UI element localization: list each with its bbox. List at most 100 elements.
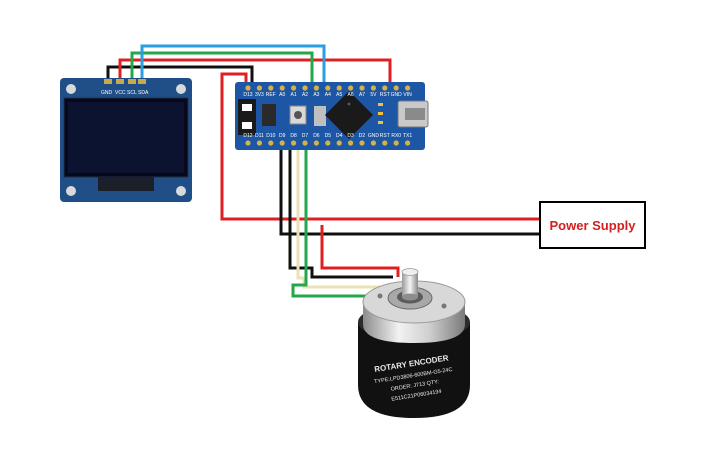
nano-pin-label: D11 [255, 133, 264, 139]
nano-pin-label: VIN [403, 92, 412, 98]
nano-pin-label: D6 [313, 133, 320, 139]
wire-oled-sda [140, 44, 326, 84]
encoder-screw [377, 293, 383, 299]
arduino-nano-board [235, 82, 429, 150]
encoder-shaft-base [402, 293, 418, 301]
nano-pin [291, 140, 297, 146]
nano-pin [393, 140, 399, 146]
oled-pin-vcc [116, 79, 124, 84]
nano-pin [302, 140, 308, 146]
nano-pin [336, 85, 342, 91]
nano-pin [336, 140, 342, 146]
nano-pin [359, 85, 365, 91]
nano-pin [348, 140, 354, 146]
nano-pin [405, 85, 411, 91]
oled-pin-label-vcc: VCC [115, 90, 126, 96]
nano-pin [313, 85, 319, 91]
nano-reset-button-cap [294, 111, 302, 119]
wire-supply-5v-to-encoder [320, 225, 400, 277]
oled-pin-scl [128, 79, 136, 84]
nano-pin-label: D13 [243, 92, 252, 98]
nano-icsp-pin [242, 104, 252, 111]
nano-pin-label: A7 [359, 92, 365, 98]
oled-pin-label-scl: SCL [127, 90, 137, 96]
nano-pin [348, 85, 354, 91]
encoder-shaft-top [401, 268, 419, 276]
nano-pin-label: A2 [302, 92, 308, 98]
nano-pin-label: A6 [348, 92, 354, 98]
nano-pin [279, 85, 285, 91]
nano-mcu-chip [324, 90, 374, 140]
nano-pin [382, 140, 388, 146]
power-supply-frame [539, 201, 646, 249]
wire-nano-gnd-to-supply [279, 150, 540, 236]
oled-screen-glass [68, 102, 184, 173]
nano-pin [405, 140, 411, 146]
nano-pin [256, 85, 262, 91]
oled-mount-hole [176, 186, 186, 196]
nano-pin-label: A4 [325, 92, 331, 98]
wire-nano-gnd-to-encoder [288, 150, 393, 279]
nano-pin-label: 3V3 [255, 92, 264, 98]
oled-mount-hole [66, 84, 76, 94]
oled-mount-hole [176, 84, 186, 94]
nano-pin-label: D3 [347, 133, 354, 139]
oled-pin-gnd [104, 79, 112, 84]
nano-mcu-dot [347, 102, 351, 106]
nano-pin-label: RX0 [391, 133, 401, 139]
nano-pin-label: D9 [279, 133, 286, 139]
nano-pin [245, 85, 251, 91]
nano-pin [370, 140, 376, 146]
nano-pin-label: D2 [359, 133, 366, 139]
power-supply-box: Power Supply [539, 201, 646, 249]
wire-nano-d3-to-encoder [291, 150, 372, 298]
nano-pin [256, 140, 262, 146]
wire-oled-vcc [118, 58, 392, 84]
rotary-encoder: ROTARY ENCODER TYPE:LPD3806-600BM-G5-24C… [358, 268, 470, 418]
wire-oled-scl [130, 51, 314, 84]
nano-pin [245, 140, 251, 146]
wire-oled-gnd [106, 65, 254, 82]
nano-pin [291, 85, 297, 91]
nano-pin [268, 140, 274, 146]
nano-pin [359, 140, 365, 146]
nano-pin-label: D7 [302, 133, 309, 139]
nano-pin [302, 85, 308, 91]
oled-pin-label-sda: SDA [138, 90, 149, 96]
nano-usb-opening [405, 108, 425, 120]
nano-pin-label: D8 [290, 133, 297, 139]
nano-pin-label: TX1 [403, 133, 412, 139]
nano-pin-label: D5 [325, 133, 332, 139]
encoder-body [358, 322, 470, 418]
nano-pin-label: GND [368, 133, 380, 139]
wire-nano-vin-to-supply [220, 72, 540, 221]
nano-pin [325, 85, 331, 91]
nano-led [378, 112, 383, 115]
nano-led [378, 121, 383, 124]
wires [106, 44, 540, 298]
nano-pin [313, 140, 319, 146]
nano-pin-label: D12 [243, 133, 252, 139]
encoder-screw [441, 303, 447, 309]
nano-pin-label: A3 [313, 92, 319, 98]
nano-pin-label: 5V [370, 92, 377, 98]
nano-icsp-pin [242, 122, 252, 129]
nano-pin [279, 140, 285, 146]
nano-pin [370, 85, 376, 91]
nano-pin-label: A5 [336, 92, 342, 98]
nano-pin-label: D10 [266, 133, 275, 139]
oled-pin-label-gnd: GND [101, 90, 113, 96]
nano-pin [325, 140, 331, 146]
nano-crystal [314, 106, 326, 126]
oled-pin-sda [138, 79, 146, 84]
nano-pin [393, 85, 399, 91]
nano-pin-label: A0 [279, 92, 285, 98]
power-supply-label: Power Supply [550, 218, 637, 233]
nano-pin-label: D4 [336, 133, 343, 139]
nano-pin-label: RST [380, 92, 390, 98]
nano-pin-label: REF [266, 92, 276, 98]
oled-ribbon [98, 177, 154, 191]
